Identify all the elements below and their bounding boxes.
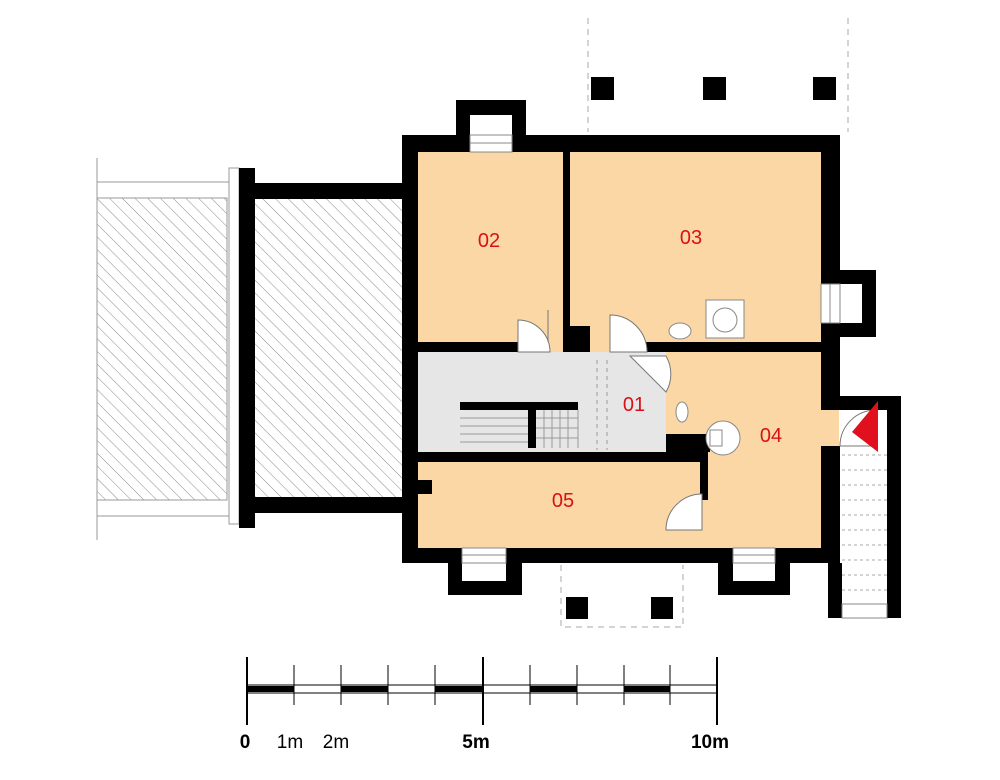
- pergola-top: [587, 18, 849, 132]
- bidet: [675, 401, 689, 423]
- door-04: [628, 355, 672, 393]
- staircase: [460, 360, 608, 450]
- room-04-c: [821, 410, 839, 446]
- door-05: [665, 493, 703, 531]
- scale-bar: 0 1m 2m 5m 10m: [240, 657, 729, 753]
- room-labels: 02 03 01 04 05: [478, 227, 782, 512]
- pergola-post-5: [651, 597, 673, 619]
- scale-label-1m: 1m: [277, 732, 303, 753]
- door-03: [609, 314, 648, 353]
- scale-label-2m: 2m: [323, 732, 349, 753]
- room-02: [418, 152, 563, 352]
- room-03: [563, 152, 821, 352]
- window-bays: [448, 100, 876, 595]
- room-label-02: 02: [478, 230, 500, 252]
- room-label-04: 04: [760, 425, 782, 447]
- room-05: [418, 460, 706, 548]
- fixtures: [668, 299, 745, 456]
- garage: [239, 168, 404, 528]
- room-label-03: 03: [680, 227, 702, 249]
- pergola-post-1: [591, 77, 614, 100]
- pergola-post-4: [566, 597, 588, 619]
- room-label-05: 05: [552, 490, 574, 512]
- pergola-bottom: [560, 565, 684, 628]
- pergola-post-2: [703, 77, 726, 100]
- terrace: [96, 158, 240, 540]
- room-label-01: 01: [623, 394, 645, 416]
- scale-label-5m: 5m: [462, 732, 489, 753]
- room-04-b: [706, 445, 821, 548]
- washbasin: [668, 322, 692, 340]
- pergola-post-3: [813, 77, 836, 100]
- scale-label-0: 0: [240, 732, 251, 753]
- door-02: [517, 319, 551, 353]
- scale-label-10m: 10m: [691, 732, 729, 753]
- entrance-marker: [852, 401, 878, 452]
